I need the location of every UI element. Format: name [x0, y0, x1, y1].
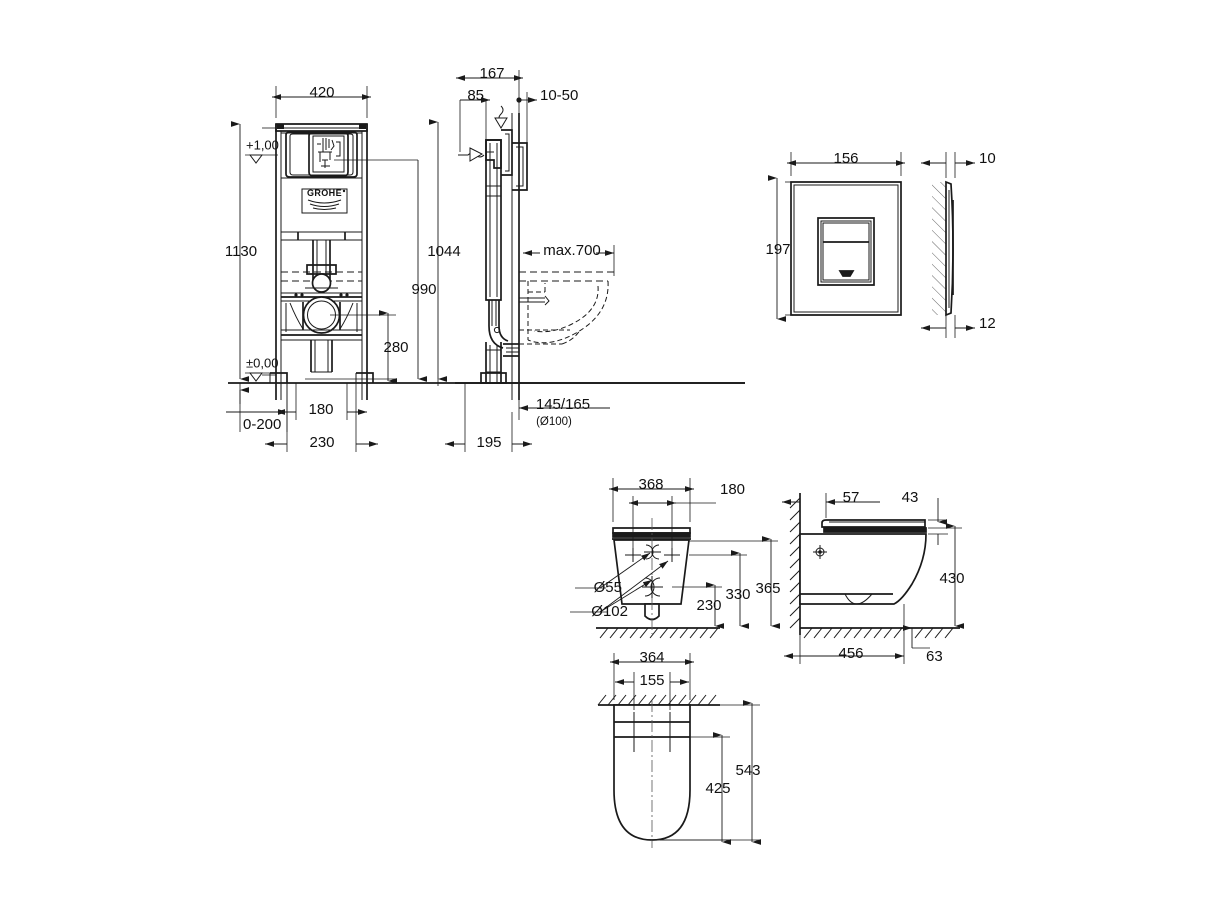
water-supply-symbol-left [458, 147, 485, 162]
dim-1044: 1044 [427, 119, 461, 386]
dim-543: 543 [660, 700, 761, 845]
dim-label-57: 57 [843, 489, 860, 506]
dim-label-12: 12 [979, 315, 996, 332]
wc-outlet-stub [644, 603, 660, 621]
level-label-zero: ±0,00 [246, 355, 278, 370]
dim-label-420: 420 [309, 84, 334, 101]
dim-label-1044: 1044 [427, 243, 460, 260]
dim-label-230-wc: 230 [696, 597, 721, 614]
wc-bowl-ghost [519, 271, 614, 345]
dim-label-63: 63 [926, 648, 943, 665]
dim-0-200: 0-200 [226, 383, 288, 433]
dim-365: 365 [689, 536, 781, 629]
dim-label-330: 330 [725, 586, 750, 603]
dim-label-456: 456 [838, 645, 863, 662]
dim-63: 63 [903, 625, 943, 665]
dim-max-700: max.700 [523, 242, 615, 276]
dim-label-0-200: 0-200 [243, 416, 281, 433]
wc-side-floor-hatching [803, 627, 954, 639]
flush-indicator-notch [838, 270, 855, 277]
dim-12: 12 [921, 315, 996, 338]
dim-197: 197 [765, 175, 791, 322]
dim-label-197: 197 [765, 241, 790, 258]
dim-990: 990 [411, 160, 437, 382]
dim-label-1130: 1130 [225, 243, 257, 260]
dim-456: 456 [784, 604, 905, 664]
dim-425: 425 [652, 732, 731, 845]
leader-d102-b [599, 579, 653, 613]
dim-195: 195 [445, 383, 532, 452]
wc-side-fixing-point [813, 545, 827, 559]
dim-label-167: 167 [479, 65, 504, 82]
view-wc-front: Ø55 Ø102 368 180 230 330 [570, 476, 781, 639]
dim-156: 156 [787, 150, 905, 176]
dim-1130: 1130 [225, 121, 276, 382]
wc-side-bowl-body [799, 533, 927, 605]
dim-label-990: 990 [411, 281, 436, 298]
dim-label-156: 156 [833, 150, 858, 167]
dim-label-d55: Ø55 [594, 579, 622, 596]
dim-230-wc: 230 [672, 582, 724, 629]
dim-label-max-700: max.700 [543, 242, 601, 259]
dim-155: 155 [615, 672, 689, 710]
view-flush-plate-side: 10 12 [921, 150, 996, 338]
dim-label-543: 543 [735, 762, 760, 779]
dim-label-43: 43 [902, 489, 919, 506]
view-flush-plate-front: 156 197 [765, 150, 905, 322]
dim-label-365: 365 [755, 580, 780, 597]
dim-label-368: 368 [638, 476, 663, 493]
dim-label-outlet-diameter: (Ø100) [536, 416, 572, 428]
wc-side-wall-hatching [789, 497, 801, 629]
dim-364: 364 [610, 649, 694, 700]
level-marker-top: +1,00 [245, 137, 279, 164]
water-supply-symbol-top [494, 105, 508, 129]
dim-label-230: 230 [309, 434, 334, 451]
dim-label-145-165: 145/165 [536, 396, 590, 413]
dim-230: 230 [265, 383, 378, 452]
leader-d102-a [599, 560, 669, 613]
dim-label-10: 10 [979, 150, 996, 167]
dim-label-10-50: 10-50 [540, 87, 578, 104]
dim-label-430: 430 [939, 570, 964, 587]
brand-logo-text: GROHE [307, 188, 342, 198]
dim-368: 368 [609, 476, 694, 522]
dim-180: 180 [276, 383, 367, 420]
dim-label-85: 85 [467, 87, 484, 104]
dim-180-wc: 180 [629, 481, 745, 553]
wc-side-seat-lid [821, 519, 926, 528]
flush-button-recess [817, 217, 875, 286]
dim-10: 10 [921, 150, 996, 178]
dim-label-180: 180 [308, 401, 333, 418]
dim-label-364: 364 [639, 649, 664, 666]
dim-420: 420 [272, 84, 371, 118]
view-wc-side: 57 43 430 456 63 [782, 489, 965, 665]
view-wc-plan: 364 155 425 543 [597, 649, 761, 848]
level-label-plus-one: +1,00 [246, 137, 279, 152]
dim-43: 43 [902, 489, 948, 545]
view-frame-side: 167 85 10-50 max.700 145/165 (Ø100) [445, 65, 745, 452]
dim-label-195: 195 [476, 434, 501, 451]
dim-85: 85 [460, 87, 490, 140]
wc-plan-wall-hatching [597, 694, 717, 706]
wall-hatching [932, 182, 946, 315]
dim-145-165: 145/165 (Ø100) [518, 383, 610, 428]
level-marker-base: ±0,00 [245, 355, 278, 382]
dim-280: 280 [305, 310, 409, 384]
dim-167: 167 [456, 65, 523, 152]
view-frame-front: GROHE [225, 84, 745, 452]
dim-label-155: 155 [639, 672, 664, 689]
leader-d55 [599, 552, 651, 589]
dim-10-50: 10-50 [516, 87, 578, 143]
dim-label-180-wc: 180 [720, 481, 745, 498]
dim-57: 57 [782, 489, 880, 520]
dim-label-280: 280 [383, 339, 408, 356]
dim-330: 330 [689, 550, 751, 629]
frame-structure: GROHE [269, 123, 418, 400]
wc-front-floor-hatching [599, 627, 719, 639]
dim-label-425: 425 [705, 780, 730, 797]
dim-430: 430 [928, 523, 965, 629]
dim-label-d102: Ø102 [591, 603, 628, 620]
